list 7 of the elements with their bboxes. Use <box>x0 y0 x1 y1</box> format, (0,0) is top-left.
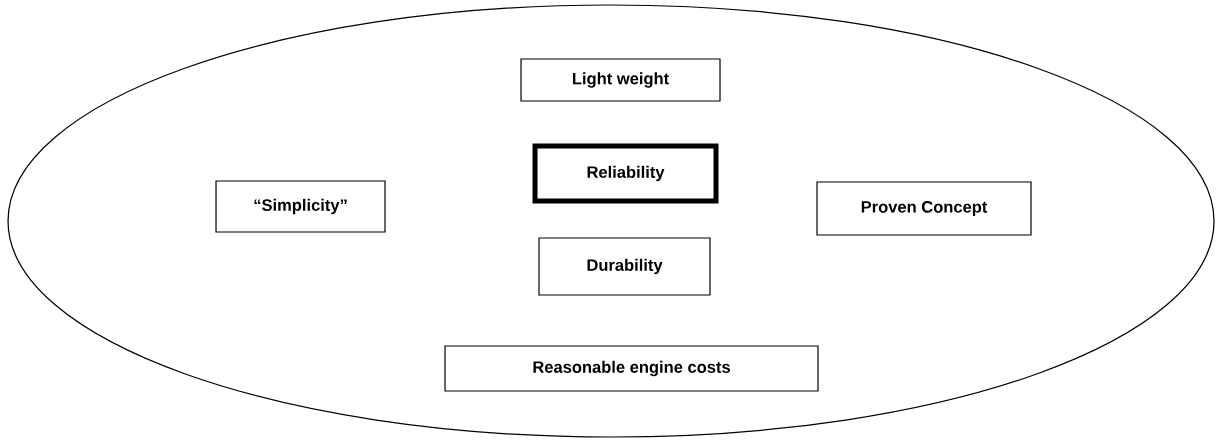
text-box: Proven Concept <box>816 181 1032 236</box>
text-box: “Simplicity” <box>215 180 386 233</box>
text-box: Durability <box>538 237 711 296</box>
ellipse-outline <box>7 4 1215 438</box>
text-box: Reliability <box>532 143 719 204</box>
text-box: Light weight <box>520 58 721 102</box>
text-box: Reasonable engine costs <box>444 345 819 392</box>
